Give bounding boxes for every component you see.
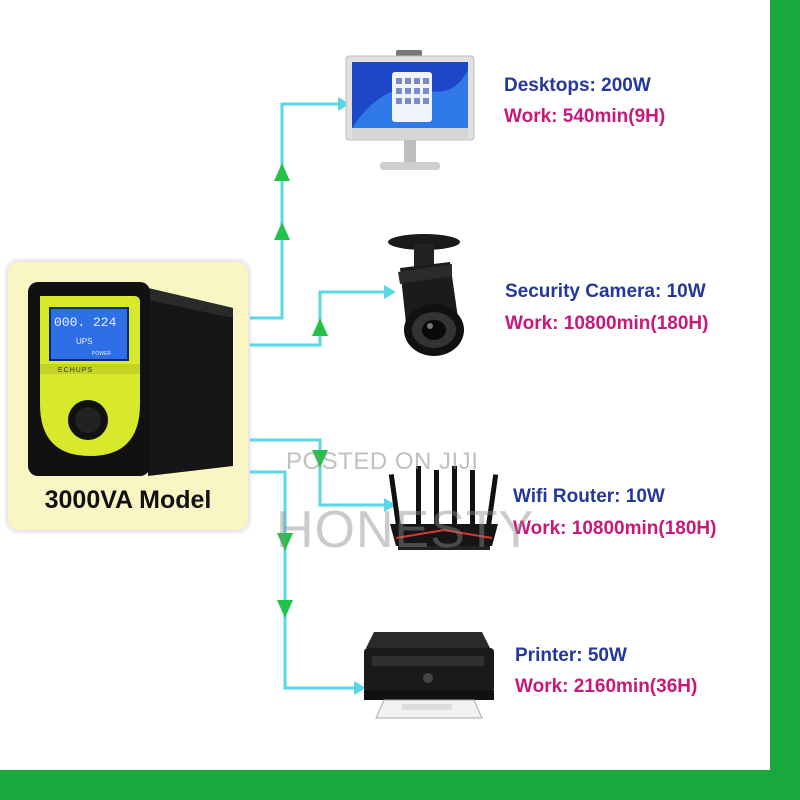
- flow-arrow-printer-1: [277, 533, 293, 551]
- flow-arrow-camera: [312, 318, 328, 336]
- wire-desktop: [250, 102, 338, 320]
- router-work: Work: 10800min(180H): [513, 518, 717, 539]
- lcd-reading: 000. 224: [54, 315, 117, 330]
- printer-work: Work: 2160min(36H): [515, 676, 698, 697]
- wire-printer: [250, 470, 354, 690]
- lcd-mode: UPS: [76, 337, 92, 346]
- ups-brand: ECHUPS: [58, 367, 93, 374]
- flow-arrow-router: [312, 450, 328, 468]
- watermark-posted: POSTED ON JIJI: [286, 448, 479, 475]
- flow-arrow-desktop-2: [274, 222, 290, 240]
- ups-model-label: 3000VA Model: [44, 486, 212, 514]
- arrowhead-router: [384, 498, 396, 512]
- desktop-image: [345, 50, 475, 170]
- router-title: Wifi Router: 10W: [513, 486, 665, 507]
- watermark-honesty: HONESTY: [276, 501, 535, 559]
- arrowhead-camera: [384, 285, 396, 299]
- ups-unit-image: 000. 224 UPS POWER ECHUPS: [28, 282, 233, 476]
- arrowhead-desktop: [338, 97, 350, 111]
- camera-work: Work: 10800min(180H): [505, 313, 709, 334]
- wifi-router-image: [388, 466, 499, 550]
- camera-title: Security Camera: 10W: [505, 281, 706, 302]
- printer-image: [364, 632, 494, 719]
- desktop-work: Work: 540min(9H): [504, 106, 666, 127]
- desktop-title: Desktops: 200W: [504, 75, 651, 96]
- flow-arrow-desktop-1: [274, 163, 290, 181]
- printer-title: Printer: 50W: [515, 645, 627, 666]
- arrowhead-printer: [354, 681, 366, 695]
- wire-router: [250, 438, 384, 507]
- green-frame-bottom: [0, 770, 800, 800]
- green-frame-right: [770, 0, 800, 800]
- lcd-power: POWER: [92, 351, 111, 357]
- flow-arrow-printer-2: [277, 600, 293, 618]
- security-camera-image: [388, 234, 464, 356]
